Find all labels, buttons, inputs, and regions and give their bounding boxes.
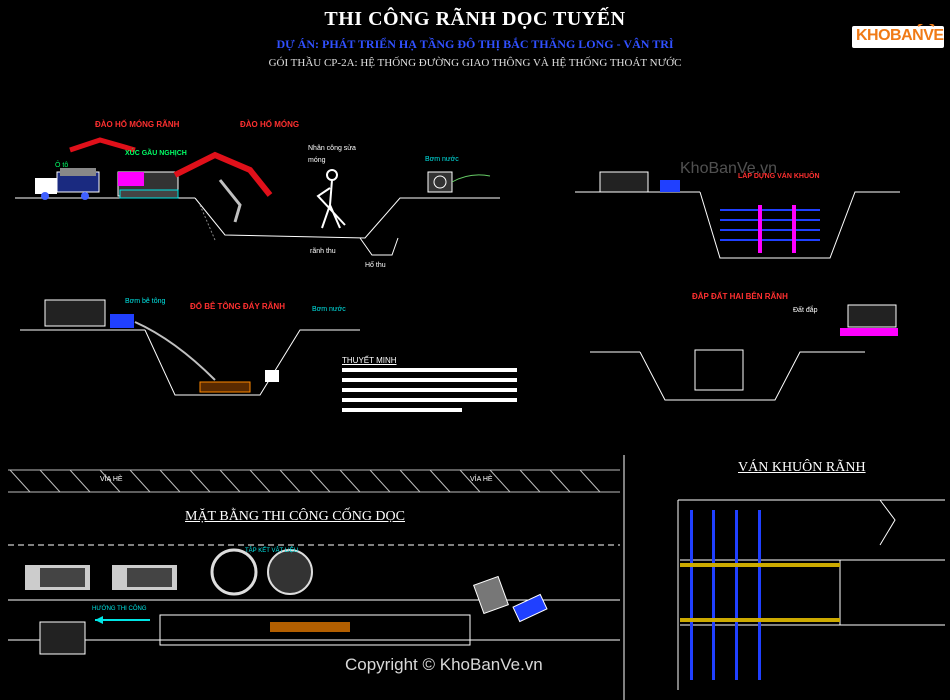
formwork-panel-posts — [690, 510, 761, 680]
label-backfill: ĐẮP ĐẤT HAI BÊN RÃNH — [692, 292, 788, 301]
concrete-segment — [270, 622, 350, 632]
concrete-pump-truck — [44, 299, 216, 381]
bulldozer — [840, 304, 898, 336]
label-storage: TẬP KẾT VẬT LIỆU — [245, 548, 299, 554]
khobanve-logo — [852, 24, 944, 48]
label-soil: Đất đắp — [793, 307, 818, 314]
excavator — [69, 137, 273, 223]
drawing-title: THI CÔNG RÃNH DỌC TUYẾN — [324, 8, 626, 30]
label-pump-1: Bơm nước — [425, 156, 459, 163]
worker-1 — [316, 169, 346, 229]
watermark-bottom: Copyright © KhoBanVe.vn — [345, 655, 543, 674]
label-direction: HƯỚNG THI CÔNG — [92, 606, 147, 612]
label-excavate-trench: ĐÀO HỐ MÓNG RÃNH — [95, 120, 180, 129]
label-formwork: LẮP DỰNG VÁN KHUÔN — [738, 173, 820, 180]
label-sump: Hố thu — [365, 262, 386, 269]
plan-vehicles — [25, 548, 548, 655]
label-concrete-pump: Bơm bê tông — [125, 298, 166, 305]
section-formwork — [575, 191, 900, 259]
section-concrete-pour — [20, 329, 360, 396]
notes-block — [342, 368, 517, 412]
label-excavate-pit: ĐÀO HỐ MÓNG — [240, 120, 300, 129]
trench-base-slab — [199, 381, 251, 393]
formwork-posts — [758, 205, 796, 253]
sidewalk-hatch — [8, 469, 620, 493]
trench-plan — [159, 614, 471, 646]
package-subtitle: GÓI THẦU CP-2A: HỆ THỐNG ĐƯỜNG GIAO THÔN… — [268, 57, 682, 69]
label-excavator: XÚC GẦU NGHỊCH — [125, 150, 187, 157]
logo-text: KHOBANVE — [856, 27, 944, 44]
formwork-panel-beams — [680, 563, 840, 622]
water-pump-1 — [427, 171, 491, 193]
plan-title: MẶT BẰNG THI CÔNG CỐNG DỌC — [185, 509, 405, 524]
section-backfill — [590, 349, 865, 401]
label-pour: ĐỔ BÊ TÔNG ĐÁY RÃNH — [190, 302, 285, 311]
label-truck: Ô tô — [55, 162, 69, 169]
mixer-truck — [599, 171, 680, 193]
label-sidewalk-left: VỈA HÈ — [100, 476, 123, 483]
truck-1 — [35, 168, 100, 200]
section-excavation — [15, 197, 500, 256]
formwork-panel — [677, 499, 945, 690]
label-pump-2: Bơm nước — [312, 306, 346, 313]
formwork-panel-title: VÁN KHUÔN RÃNH — [738, 460, 866, 475]
project-subtitle: DỰ ÁN: PHÁT TRIỂN HẠ TẦNG ĐÔ THỊ BẮC THĂ… — [276, 37, 674, 51]
formwork-rebar — [720, 209, 820, 241]
label-sidewalk-right: VỈA HÈ — [470, 476, 493, 483]
watermark-mid: KhoBanVe.vn — [680, 160, 777, 177]
label-notes: THUYẾT MINH — [342, 356, 397, 365]
label-channel: rãnh thu — [310, 248, 336, 255]
label-worker: Nhân công sửa móng — [308, 145, 356, 164]
sump-block — [265, 370, 279, 382]
